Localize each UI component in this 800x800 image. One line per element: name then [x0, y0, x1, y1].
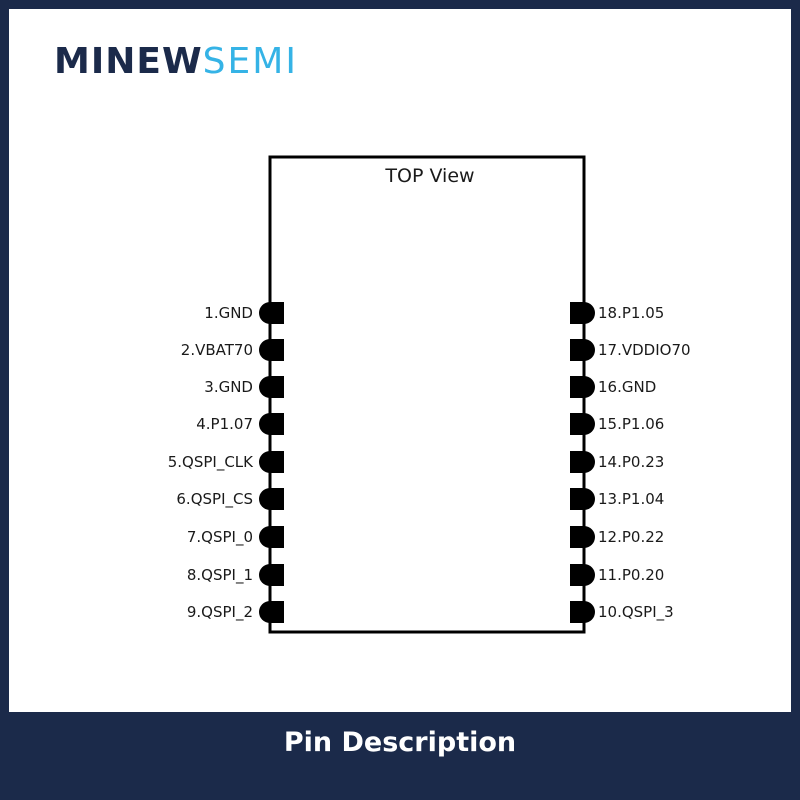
- pin-label: 3.GND: [204, 378, 253, 396]
- pin-pad: [259, 564, 284, 586]
- pin-pad: [259, 339, 284, 361]
- pin-pad: [259, 302, 284, 324]
- pin-pad: [570, 564, 595, 586]
- pin-pad: [570, 601, 595, 623]
- pin-pad: [570, 376, 595, 398]
- pin-label: 14.P0.23: [598, 453, 664, 471]
- pin-label: 12.P0.22: [598, 528, 664, 546]
- pin-label: 5.QSPI_CLK: [168, 453, 254, 472]
- pin-label: 6.QSPI_CS: [176, 490, 253, 509]
- pin-label: 7.QSPI_0: [187, 528, 253, 547]
- pin-label: 17.VDDIO70: [598, 341, 691, 359]
- left-pin-column: 1.GND 2.VBAT70 3.GND 4.P1.07 5.QSPI_CLK 6.QSP…: [168, 302, 284, 623]
- pin-pad: [259, 376, 284, 398]
- pin-pad: [259, 601, 284, 623]
- module-outline: [268, 155, 586, 634]
- pin-pad: [570, 488, 595, 510]
- pin-label: 11.P0.20: [598, 566, 664, 584]
- pin-pad: [259, 526, 284, 548]
- pin-pad: [259, 488, 284, 510]
- pin-label: 8.QSPI_1: [187, 566, 253, 585]
- pin-pad: [259, 451, 284, 473]
- pin-label: 9.QSPI_2: [187, 603, 253, 622]
- pin-label: 10.QSPI_3: [598, 603, 674, 622]
- footer-title: Pin Description: [283, 726, 517, 758]
- pinout-diagram: TOP View 1.GND 2.VBAT70 3.GND 4.P1.07 5.QSPI…: [168, 155, 691, 634]
- pin-pad: [570, 451, 595, 473]
- logo-semi: SEMI: [202, 41, 298, 82]
- logo-minew: MINEW: [54, 41, 203, 82]
- pin-pad: [570, 413, 595, 435]
- diagram-title: TOP View: [384, 165, 474, 187]
- pin-label: 1.GND: [204, 304, 253, 322]
- pin-label: 18.P1.05: [598, 304, 664, 322]
- right-pin-column: 18.P1.05 17.VDDIO70 16.GND 15.P1.06 14.P0.23…: [570, 302, 691, 623]
- pin-label: 4.P1.07: [196, 415, 253, 433]
- pin-pad: [570, 526, 595, 548]
- pin-pad: [570, 339, 595, 361]
- pin-label: 2.VBAT70: [181, 341, 253, 359]
- pin-label: 15.P1.06: [598, 415, 664, 433]
- pin-pad: [570, 302, 595, 324]
- pin-label: 13.P1.04: [598, 490, 664, 508]
- pin-pad: [259, 413, 284, 435]
- pin-label: 16.GND: [598, 378, 656, 396]
- content-panel: [9, 9, 791, 712]
- footer-bar: Pin Description: [0, 712, 800, 800]
